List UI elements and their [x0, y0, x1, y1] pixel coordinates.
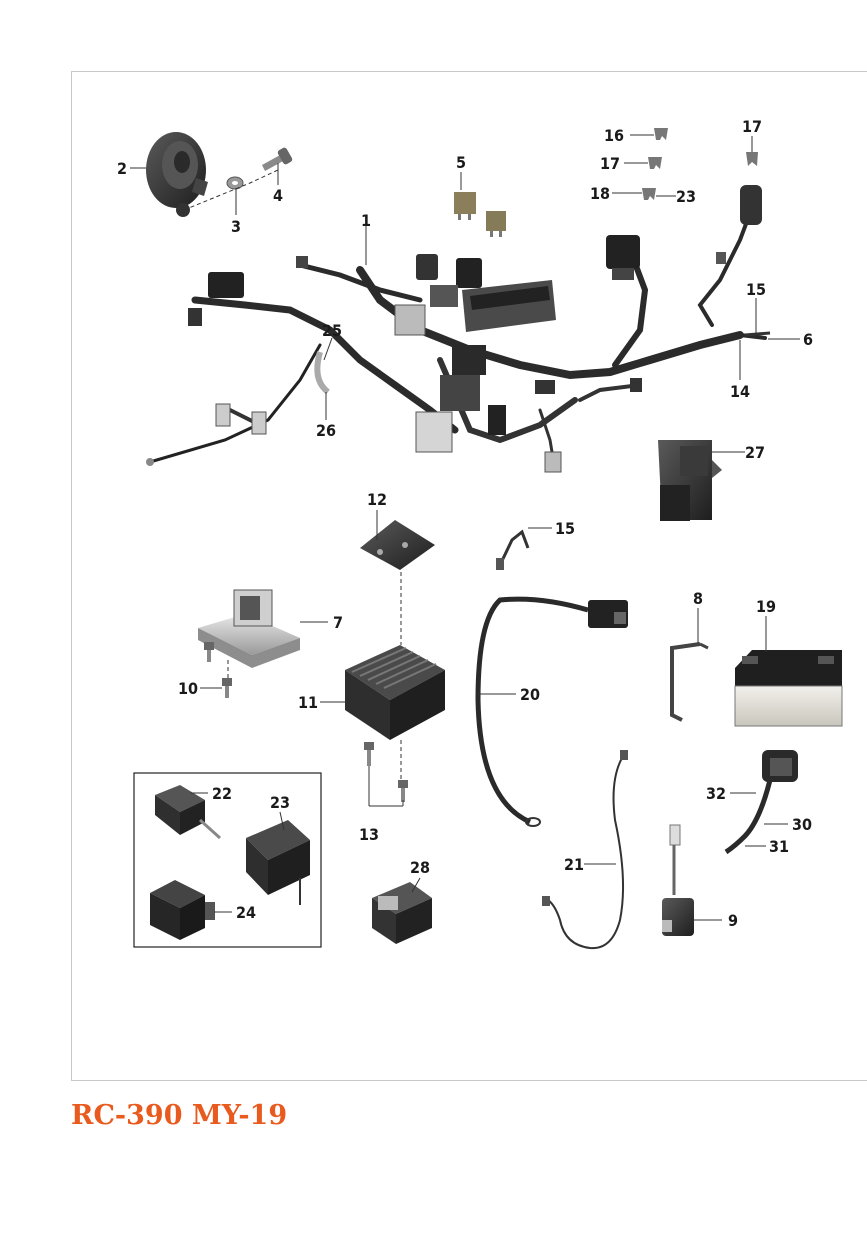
washer-part	[226, 176, 244, 190]
callout-12: 12	[367, 490, 387, 509]
callout-1: 1	[361, 211, 371, 230]
callout-17-right: 17	[742, 117, 762, 136]
callout-25: 25	[322, 321, 342, 340]
exploded-parts-diagram: 1 2 3 4 5 6 7 8 9 10 11 12 13 14 15 15 1…	[117, 117, 843, 950]
harness-connectors	[146, 185, 762, 473]
inset-box	[133, 772, 322, 948]
horn-bolt-part	[262, 147, 293, 171]
relay-unit-part	[246, 820, 310, 905]
callout-14: 14	[730, 382, 750, 401]
callout-28: 28	[410, 858, 430, 877]
battery-strap-part	[670, 642, 709, 722]
callout-24: 24	[236, 903, 256, 922]
callout-30: 30	[792, 815, 812, 834]
callout-13: 13	[359, 825, 379, 844]
small-lead-part	[496, 529, 530, 570]
callout-6: 6	[803, 330, 813, 349]
callout-18: 18	[590, 184, 610, 203]
callout-5: 5	[456, 153, 466, 172]
callout-7: 7	[333, 613, 343, 632]
battery-part	[734, 650, 843, 727]
starter-relay-part	[662, 824, 694, 936]
leader-lines	[130, 134, 800, 921]
callout-23-fuse: 23	[676, 187, 696, 206]
callout-4: 4	[273, 186, 283, 205]
relay-module-part	[150, 880, 215, 940]
callout-22: 22	[212, 784, 232, 803]
callout-labels: 1 2 3 4 5 6 7 8 9 10 11 12 13 14 15 15 1…	[117, 117, 813, 930]
callout-8: 8	[693, 589, 703, 608]
horn-part	[146, 132, 208, 217]
model-title: RC-390 MY-19	[71, 1100, 288, 1131]
callout-31: 31	[769, 837, 789, 856]
voltage-regulator-part	[345, 645, 445, 740]
relay-parts	[454, 192, 506, 237]
callout-15-upper: 15	[746, 280, 766, 299]
callout-32: 32	[706, 784, 726, 803]
relay-28-part	[372, 882, 432, 944]
callout-2: 2	[117, 159, 127, 178]
callout-27: 27	[745, 443, 765, 462]
callout-17-left: 17	[600, 154, 620, 173]
connector-block-part	[658, 440, 722, 521]
bracket-screws	[204, 642, 232, 698]
sensor-bracket-part	[198, 589, 300, 668]
callout-23-inset: 23	[270, 793, 290, 812]
sensor-harness-part	[724, 750, 798, 855]
diagram-frame	[71, 71, 867, 1081]
callout-10: 10	[178, 679, 198, 698]
callout-21: 21	[564, 855, 584, 874]
wire-tie-parts	[314, 351, 330, 395]
fuse-parts	[642, 128, 758, 200]
callout-19: 19	[756, 597, 776, 616]
battery-cable-part	[475, 596, 628, 827]
callout-20: 20	[520, 685, 540, 704]
callout-3: 3	[231, 217, 241, 236]
main-wiring-harness	[148, 198, 767, 472]
callout-26: 26	[316, 421, 336, 440]
regulator-bolts	[364, 742, 408, 802]
regulator-bracket-part	[360, 520, 435, 570]
callout-11: 11	[298, 693, 318, 712]
wire-lead-part	[542, 750, 628, 950]
callout-9: 9	[728, 911, 738, 930]
callout-15-lower: 15	[555, 519, 575, 538]
ground-lead-part	[744, 331, 771, 337]
flasher-relay-part	[155, 785, 222, 840]
callout-16: 16	[604, 126, 624, 145]
horn-mount-line	[183, 169, 279, 211]
